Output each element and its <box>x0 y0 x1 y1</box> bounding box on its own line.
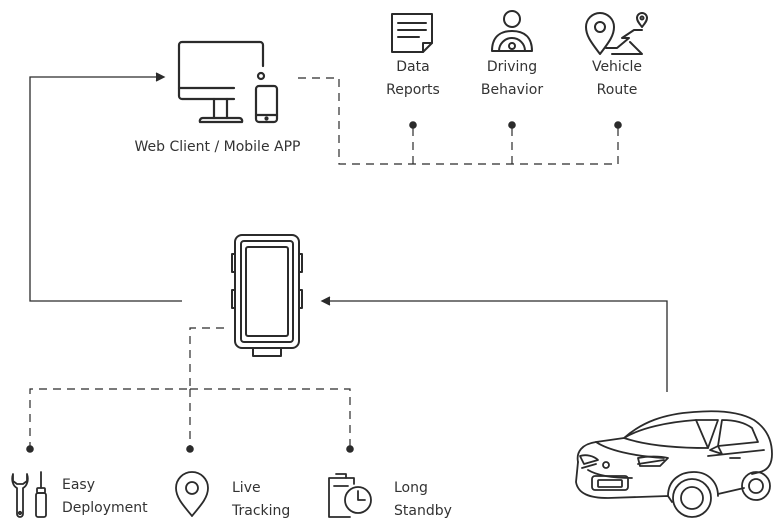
document-icon <box>391 13 433 53</box>
feature-node-1 <box>26 445 34 453</box>
feature-node-2 <box>186 445 194 453</box>
car-to-device-line <box>326 300 668 392</box>
computer-phone-icon <box>177 40 279 124</box>
map-route-icon <box>585 12 648 55</box>
device-arrow-head <box>320 296 331 306</box>
output-node-1 <box>409 121 417 129</box>
location-pin-icon <box>175 471 209 517</box>
output-node-2 <box>508 121 516 129</box>
device-to-client-line <box>29 76 182 302</box>
device-feature-dash <box>29 327 224 448</box>
client-output-dash <box>298 77 619 165</box>
driver-icon <box>491 10 533 52</box>
tools-icon <box>11 471 47 518</box>
output-node-3 <box>614 121 622 129</box>
feature-node-3 <box>346 445 354 453</box>
gps-tracker-device <box>231 234 303 357</box>
battery-clock-icon <box>328 473 372 518</box>
car-icon <box>575 410 773 518</box>
client-label: Web Client / Mobile APP <box>134 139 301 155</box>
feature-branch-2 <box>190 388 351 448</box>
client-arrow-head <box>155 72 166 82</box>
